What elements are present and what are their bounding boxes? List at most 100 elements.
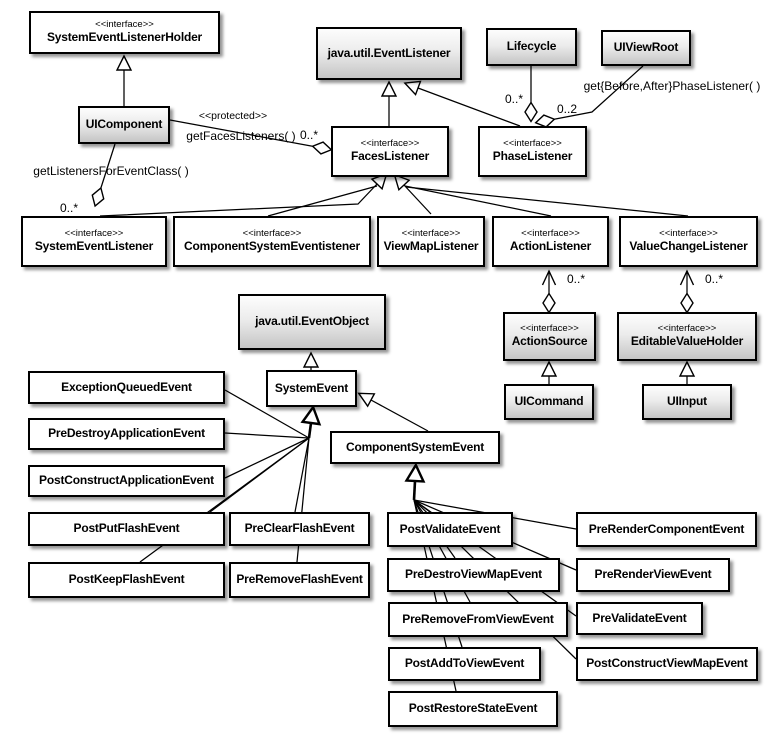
edge-viewmaplistener-to-faceslistener <box>403 184 432 215</box>
class-name-phaselistener: PhaseListener <box>492 149 573 164</box>
class-box-postconstructviewmapevent: PostConstructViewMapEvent <box>576 647 758 681</box>
editablevalueholder-multiplicity: 0..* <box>704 272 724 286</box>
class-name-componentsystemevent: ComponentSystemEvent <box>345 439 485 454</box>
open-arrowhead-editablevalueholder-valuechangelistener-association <box>679 269 695 286</box>
getlistenersforeventclass-label: getListenersForEventClass( ) <box>33 164 189 178</box>
class-name-faceslistener: FacesListener <box>350 149 430 164</box>
class-name-preclearflashevent: PreClearFlashEvent <box>244 521 355 536</box>
class-name-viewmaplistener: ViewMapListener <box>383 239 479 254</box>
class-box-systemeventlistener: <<interface>>SystemEventListener <box>21 216 167 267</box>
class-name-preremoveflashevent: PreRemoveFlashEvent <box>236 572 363 587</box>
class-box-postrestorestateevent: PostRestoreStateEvent <box>388 691 558 727</box>
class-box-componentsystemevent: ComponentSystemEvent <box>330 431 500 464</box>
aggregation-diamond-editablevalueholder-valuechangelistener-association <box>680 292 694 314</box>
generalization-arrowhead-componentsystemevent-children-stem <box>404 462 426 483</box>
edge-valuechangelistener-to-faceslistener <box>405 186 689 217</box>
class-box-exceptionqueuedevent: ExceptionQueuedEvent <box>28 371 225 404</box>
class-name-java-util-eventobject: java.util.EventObject <box>255 314 369 329</box>
edge-preclearflashevent-line <box>294 437 310 513</box>
class-box-prevalidateevent: PreValidateEvent <box>576 602 703 635</box>
class-name-uicommand: UICommand <box>514 394 584 409</box>
class-name-prevalidateevent: PreValidateEvent <box>592 610 687 625</box>
edge-componentsystemevent-children-stem <box>412 480 417 501</box>
class-name-systemeventlistener: SystemEventListener <box>34 239 154 254</box>
class-box-uicomponent: UIComponent <box>78 106 170 144</box>
class-box-predestroviewmapevent: PreDestroViewMapEvent <box>387 558 560 592</box>
class-box-valuechangelistener: <<interface>>ValueChangeListener <box>619 216 758 267</box>
edge-componentsystemeventistener-to-faceslistener <box>267 185 378 217</box>
class-name-uiviewroot: UIViewRoot <box>613 40 679 55</box>
class-name-prerendercomponentevent: PreRenderComponentEvent <box>588 521 745 536</box>
open-arrowhead-actionsource-actionlistener-association <box>541 269 557 286</box>
class-box-componentsystemeventistener: <<interface>>ComponentSystemEventistener <box>173 216 371 267</box>
class-name-predestroyapplicationevent: PreDestroyApplicationEvent <box>48 426 205 441</box>
stereotype-label: <<interface>> <box>360 138 420 150</box>
getfaceslisteners-label: getFacesListeners( ) <box>186 129 296 143</box>
class-name-postaddtoviewevent: PostAddToViewEvent <box>404 656 525 671</box>
class-box-preremovefromviewevent: PreRemoveFromViewEvent <box>388 602 568 637</box>
edge-phaselistener-to-eventlistener <box>417 87 521 127</box>
class-box-prerenderviewevent: PreRenderViewEvent <box>576 558 730 592</box>
class-name-editablevalueholder: EditableValueHolder <box>630 334 744 349</box>
class-box-predestroyapplicationevent: PreDestroyApplicationEvent <box>28 418 225 450</box>
faceslistener-multiplicity: 0..* <box>299 128 319 142</box>
stereotype-label: <<interface>> <box>521 228 580 240</box>
aggregation-diamond-uiviewroot-phaselistener-aggregation <box>534 114 556 128</box>
class-box-java-util-eventlistener: java.util.EventListener <box>316 27 462 80</box>
stereotype-label: <<interface>> <box>503 138 562 150</box>
edge-exceptionqueuedevent-line <box>224 389 310 439</box>
class-box-prerendercomponentevent: PreRenderComponentEvent <box>576 512 757 547</box>
edge-uiviewroot-phaselistener-aggregation <box>544 65 644 122</box>
class-box-editablevalueholder: <<interface>>EditableValueHolder <box>617 312 757 361</box>
stereotype-label: <<interface>> <box>64 228 124 240</box>
generalization-arrowhead-uicomponent-to-systemeventlistenerholder <box>115 54 133 71</box>
class-name-uicomponent: UIComponent <box>85 117 163 132</box>
class-box-faceslistener: <<interface>>FacesListener <box>331 126 449 177</box>
class-name-lifecycle: Lifecycle <box>506 39 557 54</box>
generalization-arrowhead-faceslistener-to-eventlistener <box>380 80 398 97</box>
class-name-postvalidateevent: PostValidateEvent <box>399 521 501 536</box>
class-name-postconstructapplicationevent: PostConstructApplicationEvent <box>39 473 214 488</box>
class-name-postrestorestateevent: PostRestoreStateEvent <box>408 701 538 716</box>
class-box-postvalidateevent: PostValidateEvent <box>387 512 513 547</box>
getphaselistener-label: get{Before,After}PhaseListener( ) <box>583 79 761 93</box>
generalization-arrowhead-componentsystemevent-to-systemevent <box>357 392 376 408</box>
generalization-arrowhead-uiinput-to-editablevalueholder <box>678 360 696 377</box>
edge-componentsystemevent-to-systemevent <box>370 399 429 432</box>
stereotype-label: <<interface>> <box>657 323 717 335</box>
edge-postconstructapplicationevent-line <box>224 437 310 479</box>
class-box-uiviewroot: UIViewRoot <box>601 30 691 66</box>
class-box-postputflashevent: PostPutFlashEvent <box>28 512 225 546</box>
class-box-systemevent: SystemEvent <box>266 370 357 407</box>
class-name-actionsource: ActionSource <box>511 334 588 349</box>
class-name-postconstructviewmapevent: PostConstructViewMapEvent <box>586 656 748 671</box>
class-box-postconstructapplicationevent: PostConstructApplicationEvent <box>28 465 225 497</box>
edge-predestroyapplicationevent-line <box>224 432 310 439</box>
aggregation-diamond-lifecycle-phaselistener-aggregation <box>524 101 538 123</box>
protected-stereotype-label: <<protected>> <box>198 110 268 122</box>
class-box-java-util-eventobject: java.util.EventObject <box>238 294 386 350</box>
class-name-valuechangelistener: ValueChangeListener <box>629 239 748 254</box>
class-box-postkeepflashevent: PostKeepFlashEvent <box>28 562 225 598</box>
generalization-arrowhead-uicommand-to-actionsource <box>540 360 558 377</box>
class-box-preremoveflashevent: PreRemoveFlashEvent <box>229 562 370 598</box>
class-box-actionlistener: <<interface>>ActionListener <box>492 216 609 267</box>
class-name-exceptionqueuedevent: ExceptionQueuedEvent <box>61 379 192 394</box>
aggregation-diamond-uicomponent-systemeventlistener-aggregation <box>91 186 105 208</box>
generalization-arrowhead-phaselistener-to-eventlistener <box>403 80 422 96</box>
stereotype-label: <<interface>> <box>520 323 579 335</box>
aggregation-diamond-actionsource-actionlistener-association <box>542 292 556 314</box>
class-box-preclearflashevent: PreClearFlashEvent <box>229 512 370 546</box>
class-name-prerenderviewevent: PreRenderViewEvent <box>594 567 712 582</box>
stereotype-label: <<interface>> <box>242 228 302 240</box>
edge-actionlistener-to-faceslistener <box>404 185 552 217</box>
class-box-postaddtoviewevent: PostAddToViewEvent <box>388 647 541 681</box>
class-name-java-util-eventlistener: java.util.EventListener <box>327 45 451 60</box>
actionsource-multiplicity: 0..* <box>566 272 586 286</box>
generalization-arrowhead-systemevent-children-stem <box>300 404 322 426</box>
class-box-phaselistener: <<interface>>PhaseListener <box>478 126 587 177</box>
edge-systemeventlistener-to-faceslistener <box>99 183 378 217</box>
class-name-preremovefromviewevent: PreRemoveFromViewEvent <box>402 611 554 626</box>
edge-systemevent-children-stem <box>307 422 313 439</box>
